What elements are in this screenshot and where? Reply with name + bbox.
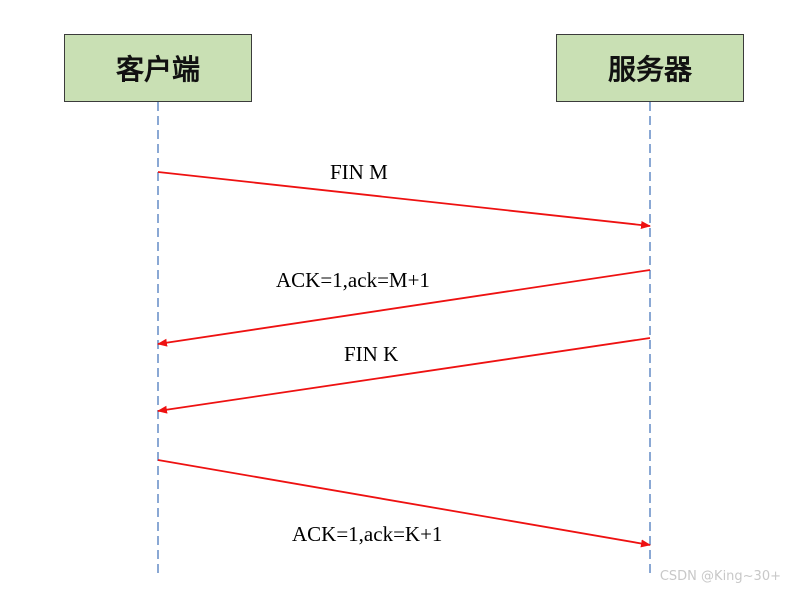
client-participant-box: 客户端 (64, 34, 252, 102)
message-label-fin-m: FIN M (330, 160, 388, 184)
message-label-ack-m: ACK=1,ack=M+1 (276, 268, 430, 292)
message-label-ack-k: ACK=1,ack=K+1 (292, 522, 443, 546)
message-arrow-ack-m (157, 269, 651, 347)
message-arrow-fin-m (157, 171, 651, 229)
server-participant-box: 服务器 (556, 34, 744, 102)
server-label: 服务器 (607, 53, 692, 86)
message-arrow-ack-k (157, 459, 651, 548)
message-label-fin-k: FIN K (344, 342, 399, 366)
client-label: 客户端 (115, 53, 200, 86)
message-arrow-fin-k (157, 337, 651, 414)
watermark: CSDN @King~30+ (659, 569, 781, 584)
